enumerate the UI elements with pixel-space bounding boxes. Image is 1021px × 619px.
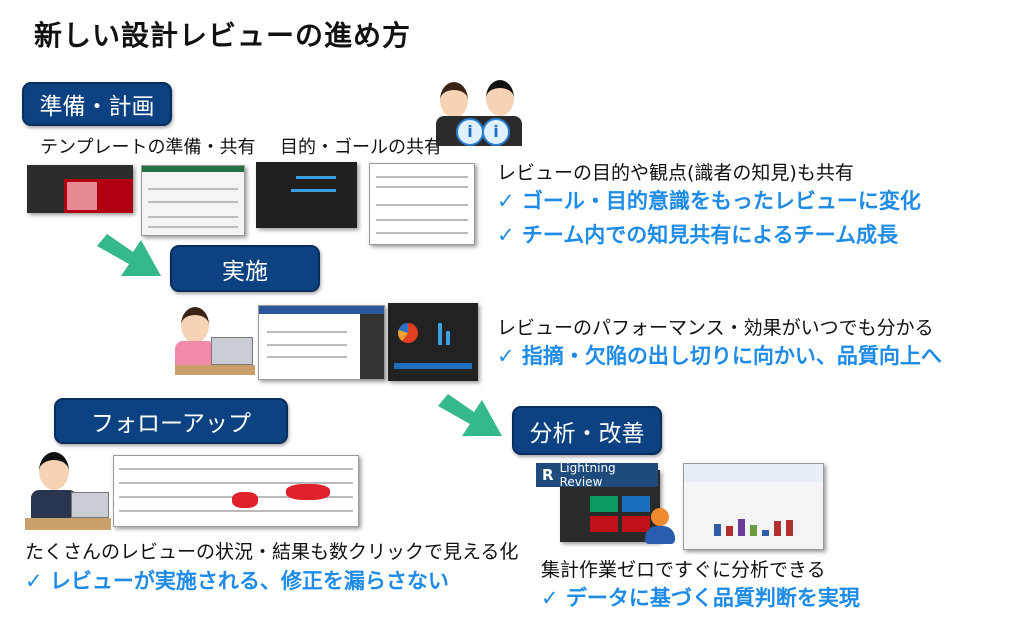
plan-check-1: ✓ ゴール・目的意識をもったレビューに変化: [497, 189, 921, 213]
woman-laptop-icon: [175, 305, 255, 375]
excel-screenshot: [141, 165, 245, 236]
caption-template: テンプレートの準備・共有: [40, 137, 256, 158]
caption-goal: 目的・ゴールの共有: [280, 137, 442, 158]
badge-plan: 準備・計画: [22, 82, 172, 126]
flow-arrow-icon: [97, 234, 161, 276]
analyze-description: 集計作業ゼロですぐに分析できる: [541, 559, 826, 581]
flow-arrow-icon: [438, 394, 502, 436]
badge-execute: 実施: [170, 245, 320, 292]
lightning-review-logo: R Lightning Review: [536, 461, 658, 489]
user-headset-icon: [645, 508, 675, 544]
execute-description: レビューのパフォーマンス・効果がいつでも分かる: [497, 317, 934, 339]
dashboard-screenshot: [388, 303, 478, 381]
plan-description: レビューの目的や観点(識者の知見)も共有: [497, 162, 854, 184]
email-screenshot: [369, 163, 475, 245]
review-document-screenshot: [258, 305, 385, 380]
review-status-table-screenshot: [113, 455, 359, 527]
badge-analyze: 分析・改善: [512, 406, 662, 455]
analysis-report-screenshot: [683, 463, 824, 550]
execute-check-1: ✓ 指摘・欠陥の出し切りに向かい、品質向上へ: [497, 344, 942, 368]
analyze-check-1: ✓ データに基づく品質判断を実現: [541, 586, 860, 610]
people-info-icon: i i: [432, 80, 526, 146]
badge-followup: フォローアップ: [54, 398, 288, 444]
followup-description: たくさんのレビューの状況・結果も数クリックで見える化: [25, 541, 519, 563]
man-laptop-icon: [25, 450, 111, 530]
template-screenshot: [27, 165, 133, 213]
plan-check-2: ✓ チーム内での知見共有によるチーム成長: [497, 223, 899, 247]
page-title: 新しい設計レビューの進め方: [34, 19, 412, 52]
goal-dialog-screenshot: [256, 162, 357, 228]
logo-r-icon: R: [542, 466, 554, 484]
followup-check-1: ✓ レビューが実施される、修正を漏らさない: [25, 569, 449, 593]
logo-text: Lightning Review: [559, 461, 616, 489]
